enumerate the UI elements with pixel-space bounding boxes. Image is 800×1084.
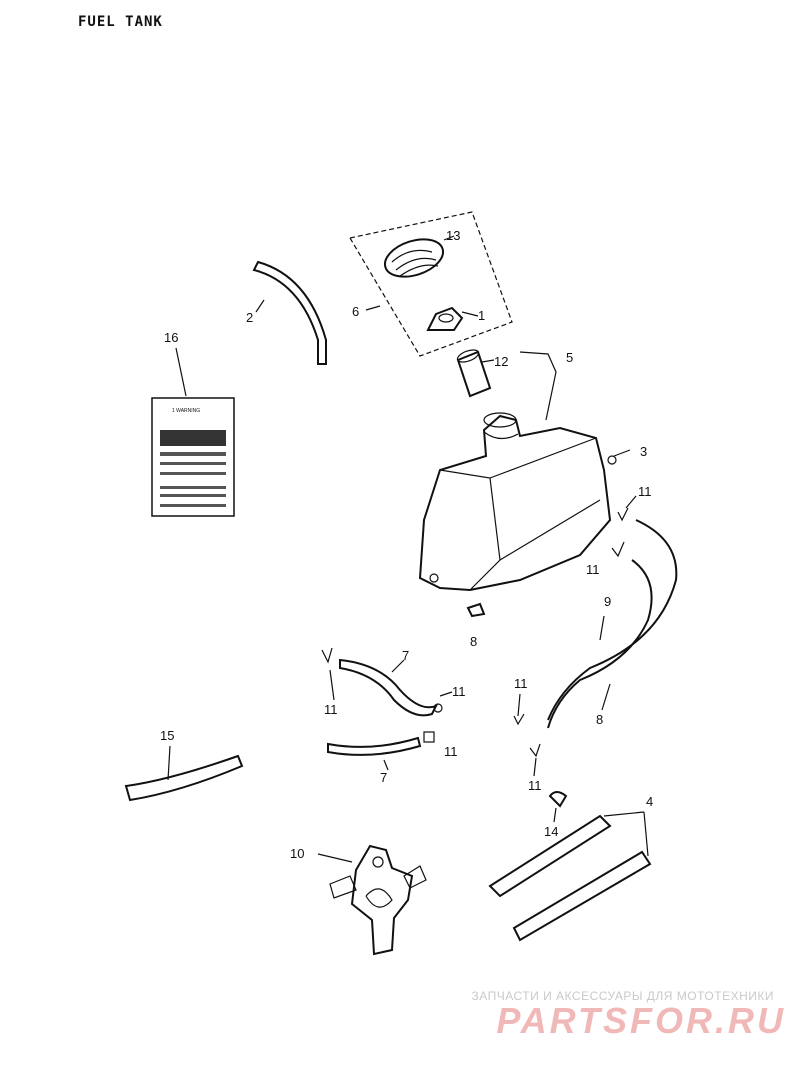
callout-11-d: 11 (324, 702, 338, 717)
callout-8-b: 8 (596, 712, 603, 727)
callout-9: 9 (604, 594, 611, 609)
part-13-cap-gasket (383, 238, 445, 278)
fuel-tank-body (418, 412, 617, 592)
part-11-clip-b (611, 541, 625, 558)
callout-11-f: 11 (514, 676, 528, 691)
part-8-clip (466, 602, 486, 618)
part-7-hose-lower (327, 736, 422, 756)
callout-6: 6 (352, 304, 359, 319)
callout-8-a: 8 (470, 634, 477, 649)
callout-1: 1 (478, 308, 485, 323)
callout-labels: 13 1 6 12 5 3 11 11 16 8 9 8 7 11 11 15 … (160, 228, 653, 861)
watermark-logo: PARTSFOR.RU (496, 1000, 786, 1041)
part-12-filler-neck (456, 349, 492, 398)
part-7-hose-upper (339, 658, 439, 717)
part-8-fuel-hose (547, 559, 653, 729)
part-14-clip (548, 791, 568, 808)
callout-10: 10 (290, 846, 304, 861)
callout-7-a: 7 (402, 648, 409, 663)
callout-14: 14 (544, 824, 558, 839)
part-11-clip-g (529, 743, 541, 758)
cap-assembly-group-box (349, 211, 513, 357)
part-16-warning-sticker (151, 397, 235, 517)
part-4-pad-lower (512, 850, 652, 942)
callout-5: 5 (566, 350, 573, 365)
callout-11-a: 11 (638, 484, 652, 499)
part-15-hose (124, 754, 244, 802)
part-9-fuel-hose (547, 519, 678, 721)
callout-leaders (167, 235, 649, 863)
part-11-clip-a (617, 507, 629, 522)
callout-4: 4 (646, 794, 653, 809)
callout-15: 15 (160, 728, 174, 743)
part-1-fuel-cap (426, 306, 464, 331)
callout-7-b: 7 (380, 770, 387, 785)
callout-3: 3 (640, 444, 647, 459)
callout-11-b: 11 (586, 562, 600, 577)
part-11-clip-d (433, 703, 443, 713)
watermark-tagline: ЗАПЧАСТИ И АКСЕССУАРЫ ДЛЯ МОТОТЕХНИКИ (471, 989, 774, 1003)
part-4-pad-upper (488, 814, 612, 898)
part-11-clip-e (423, 731, 435, 743)
part-2-breather-hose (252, 260, 327, 365)
callout-12: 12 (494, 354, 508, 369)
callout-16: 16 (164, 330, 178, 345)
part-11-clip-f (513, 713, 525, 726)
part-11-clip-c (321, 647, 333, 664)
callout-11-e: 11 (444, 744, 458, 759)
callout-5-leader (519, 351, 557, 421)
callout-11-c: 11 (452, 684, 466, 699)
sticker-heading: 1 WARNING (172, 408, 200, 414)
part-10-fuel-valve (329, 844, 427, 956)
callout-13: 13 (446, 228, 460, 243)
callout-2: 2 (246, 310, 253, 325)
diagram-title: FUEL TANK (78, 14, 163, 30)
callout-11-g: 11 (528, 778, 542, 793)
